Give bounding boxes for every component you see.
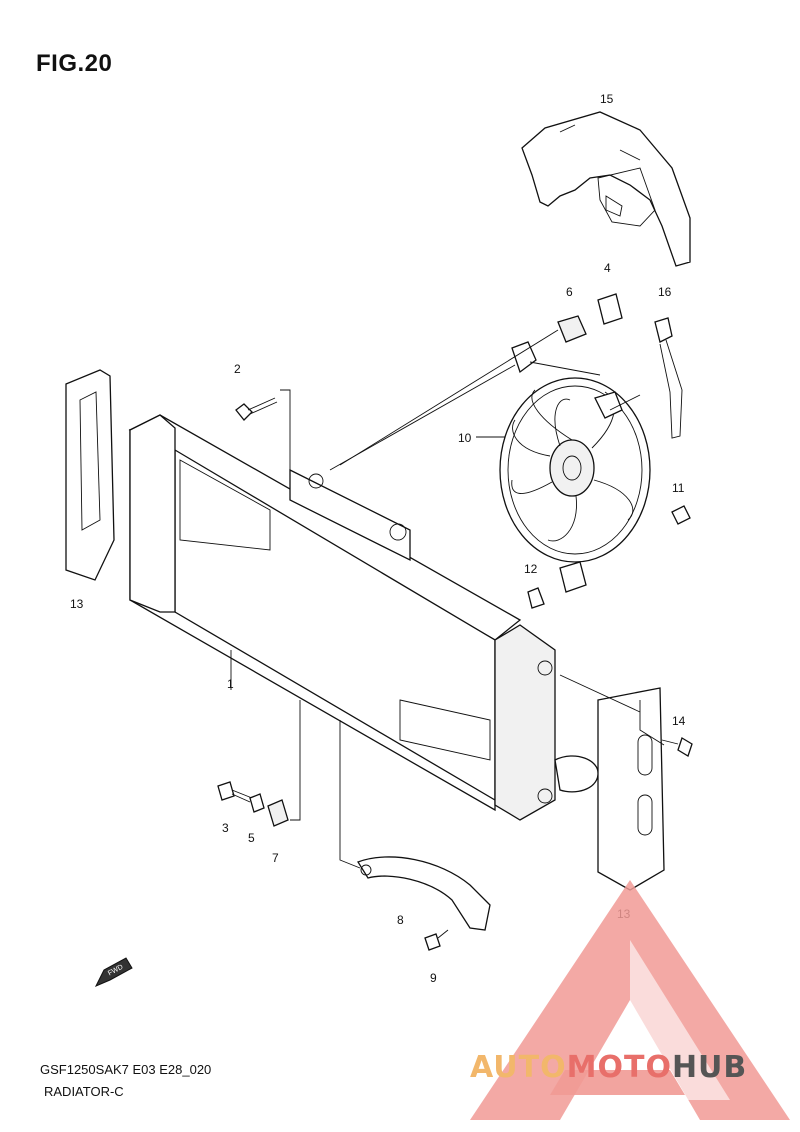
bolt-part-11 bbox=[671, 505, 691, 525]
grommet-part-6 bbox=[557, 315, 587, 343]
callout-3: 3 bbox=[222, 821, 229, 835]
watermark-part-hub: HUB bbox=[671, 1050, 748, 1085]
callout-11: 11 bbox=[672, 481, 685, 495]
bolt-part-2 bbox=[235, 397, 278, 421]
watermark-brand: AUTOMOTOHUB bbox=[470, 1050, 747, 1085]
watermark-triangle-icon bbox=[470, 880, 790, 1120]
collar-part-4 bbox=[597, 293, 623, 325]
fan-shroud-part-15 bbox=[521, 111, 691, 267]
callout-7: 7 bbox=[272, 851, 279, 865]
callout-4: 4 bbox=[604, 261, 611, 275]
callout-14: 14 bbox=[672, 714, 686, 728]
side-cover-right-part-13 bbox=[597, 687, 665, 891]
bolt-part-3 bbox=[217, 781, 253, 803]
leader-lines bbox=[230, 329, 665, 869]
fwd-arrow-icon: FWD bbox=[94, 957, 133, 987]
radiator-part-1 bbox=[128, 414, 599, 821]
callout-13-left: 13 bbox=[70, 597, 84, 611]
figure-title: FIG.20 bbox=[36, 50, 113, 77]
callout-12: 12 bbox=[524, 562, 538, 576]
model-code: GSF1250SAK7 E03 E28_020 bbox=[40, 1062, 212, 1077]
callout-2: 2 bbox=[234, 362, 241, 376]
callout-15: 15 bbox=[600, 92, 614, 106]
watermark-part-auto: AUTO bbox=[470, 1050, 567, 1085]
section-name: RADIATOR-C bbox=[44, 1084, 124, 1099]
side-cover-left-part-13 bbox=[65, 369, 115, 581]
callout-16: 16 bbox=[658, 285, 672, 299]
collar-part-5 bbox=[249, 793, 265, 813]
watermark-part-moto: MOTO bbox=[566, 1050, 672, 1085]
nut-part-12 bbox=[527, 587, 545, 609]
cooling-fan-part-10 bbox=[499, 341, 651, 593]
callout-10: 10 bbox=[458, 431, 472, 445]
callout-6: 6 bbox=[566, 285, 573, 299]
callout-5: 5 bbox=[248, 831, 255, 845]
bracket-part-8 bbox=[357, 856, 491, 931]
callout-8: 8 bbox=[397, 913, 404, 927]
callout-1: 1 bbox=[227, 677, 234, 691]
grommet-part-7 bbox=[267, 799, 289, 827]
callout-9: 9 bbox=[430, 971, 437, 985]
bolt-part-14 bbox=[661, 737, 693, 757]
bolt-part-9 bbox=[424, 929, 449, 951]
clamp-part-16 bbox=[654, 317, 683, 439]
